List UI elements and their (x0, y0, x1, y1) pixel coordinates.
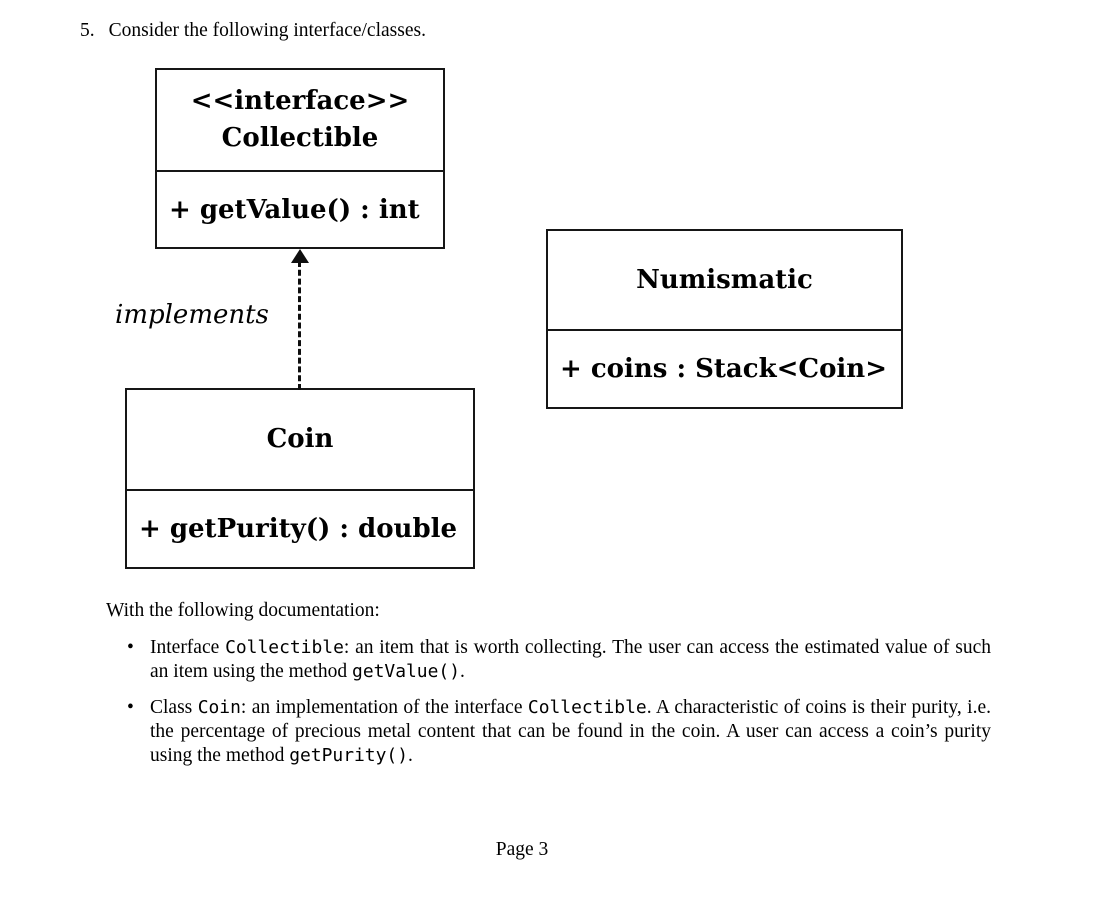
collectible-stereotype: <<interface>> (190, 86, 410, 116)
collectible-title-compartment: <<interface>> Collectible (157, 70, 443, 172)
question-text: Consider the following interface/classes… (108, 20, 426, 41)
uml-class-box-coin: Coin + getPurity() : double (125, 388, 475, 569)
uml-class-box-numismatic: Numismatic + coins : Stack<Coin> (546, 229, 903, 409)
doc-bullet-item: Interface Collectible: an item that is w… (127, 636, 991, 683)
numismatic-title-compartment: Numismatic (548, 231, 901, 331)
numismatic-name: Numismatic (636, 264, 813, 295)
collectible-member: + getValue() : int (169, 194, 420, 225)
coin-name: Coin (266, 424, 334, 454)
collectible-members-compartment: + getValue() : int (157, 172, 443, 247)
documentation-list: Interface Collectible: an item that is w… (127, 636, 991, 781)
implements-arrowhead-icon (291, 249, 309, 263)
doc-bullet-item: Class Coin: an implementation of the int… (127, 696, 991, 767)
uml-class-box-collectible: <<interface>> Collectible + getValue() :… (155, 68, 445, 249)
question-heading: 5. Consider the following interface/class… (80, 19, 426, 43)
coin-member: + getPurity() : double (139, 514, 458, 544)
implements-arrow-line (298, 261, 301, 390)
coin-members-compartment: + getPurity() : double (127, 491, 473, 567)
question-number: 5. (80, 20, 95, 41)
documentation-intro: With the following documentation: (106, 600, 380, 621)
numismatic-member: + coins : Stack<Coin> (560, 354, 887, 384)
coin-title-compartment: Coin (127, 390, 473, 491)
page-number: Page 3 (495, 839, 549, 860)
collectible-name: Collectible (221, 123, 379, 153)
implements-label: implements (115, 300, 269, 330)
numismatic-members-compartment: + coins : Stack<Coin> (548, 331, 901, 407)
